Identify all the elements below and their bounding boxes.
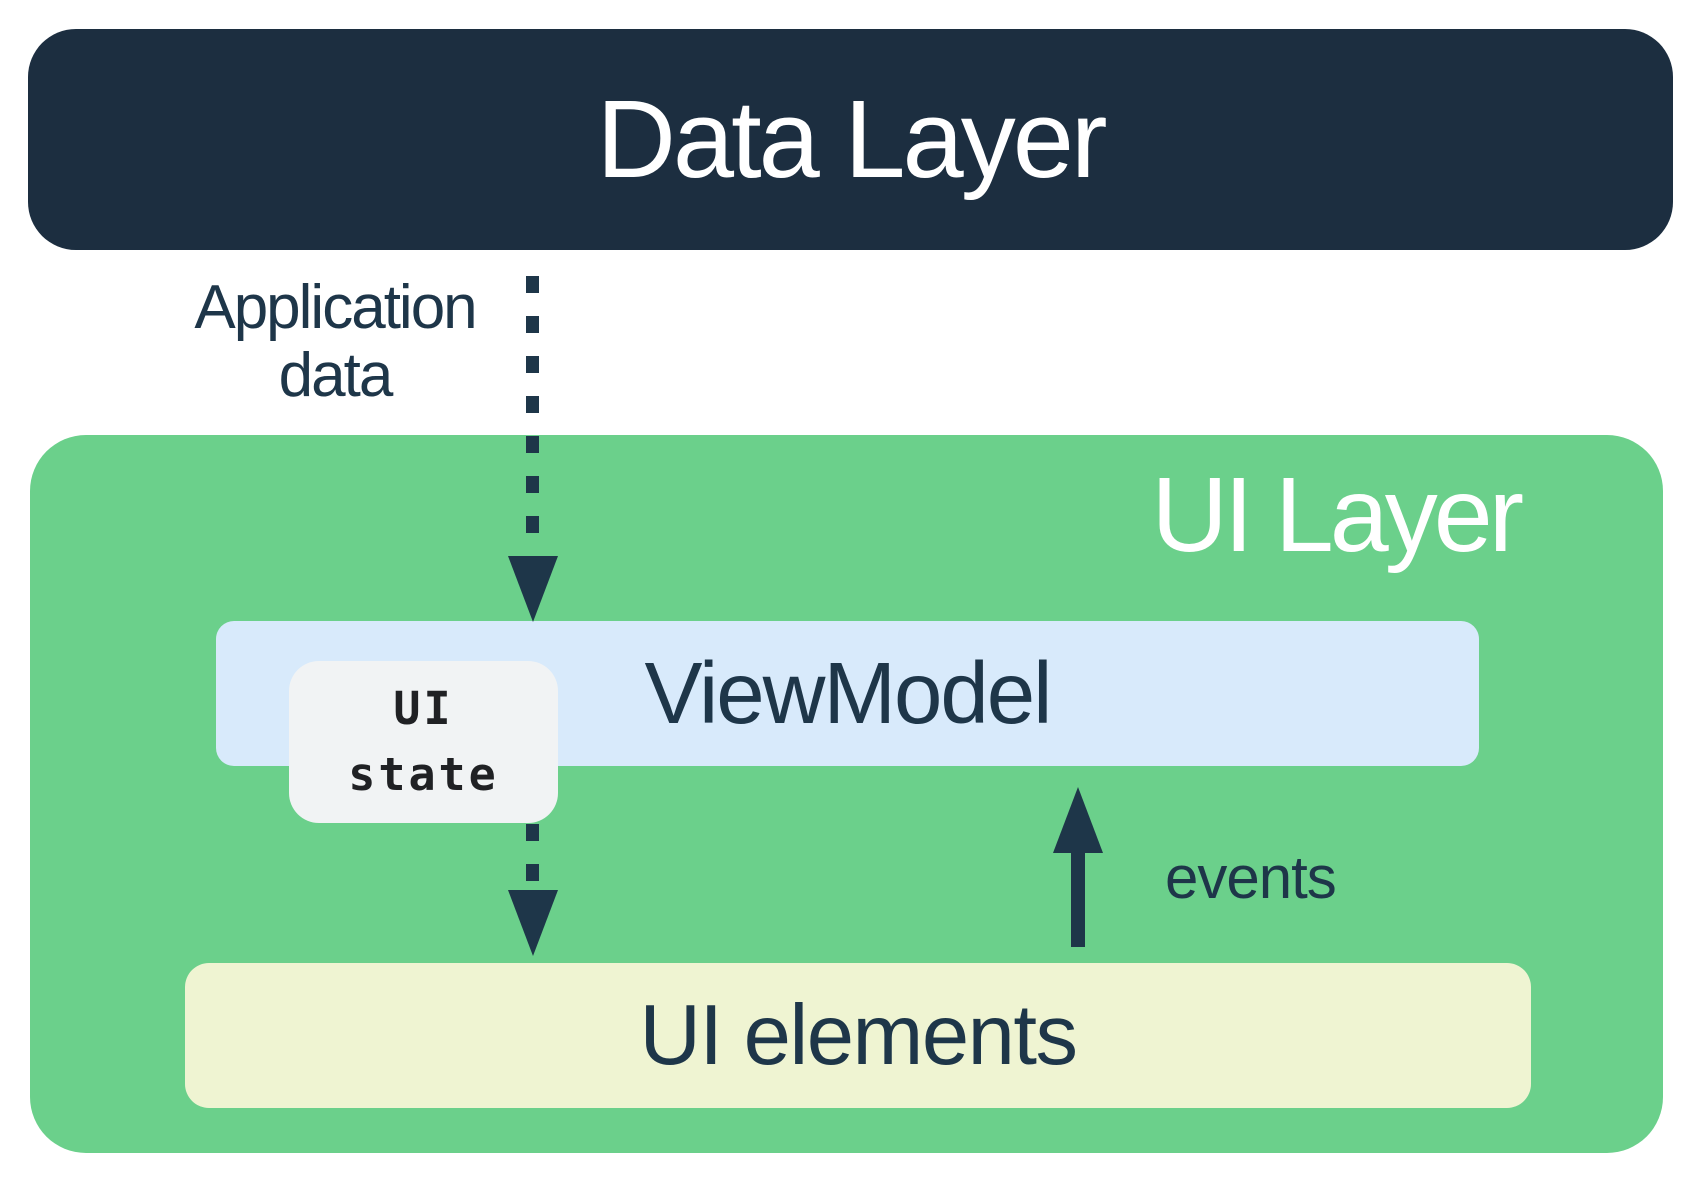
data-layer-label: Data Layer (596, 78, 1107, 201)
application-data-line1: Application (194, 273, 477, 342)
ui-elements-box: UI elements (185, 963, 1531, 1108)
ui-state-line1: UI (393, 682, 454, 735)
events-arrowhead-icon (1053, 787, 1103, 853)
application-data-arrowhead-icon (508, 556, 558, 622)
ui-state-arrowhead-icon (508, 890, 558, 956)
data-layer-box: Data Layer (28, 29, 1673, 250)
viewmodel-label: ViewModel (644, 644, 1053, 742)
application-data-line2: data (278, 341, 394, 410)
ui-state-arrow-line (526, 824, 539, 888)
ui-elements-label: UI elements (639, 987, 1078, 1083)
application-data-label: Application data (140, 274, 530, 410)
application-data-arrow-line (526, 276, 539, 556)
events-arrow-shaft (1071, 850, 1085, 947)
ui-layer-label: UI Layer (1151, 456, 1524, 574)
ui-state-line2: state (348, 748, 499, 801)
ui-state-box: UI state (289, 661, 558, 823)
events-label: events (1165, 844, 1337, 911)
